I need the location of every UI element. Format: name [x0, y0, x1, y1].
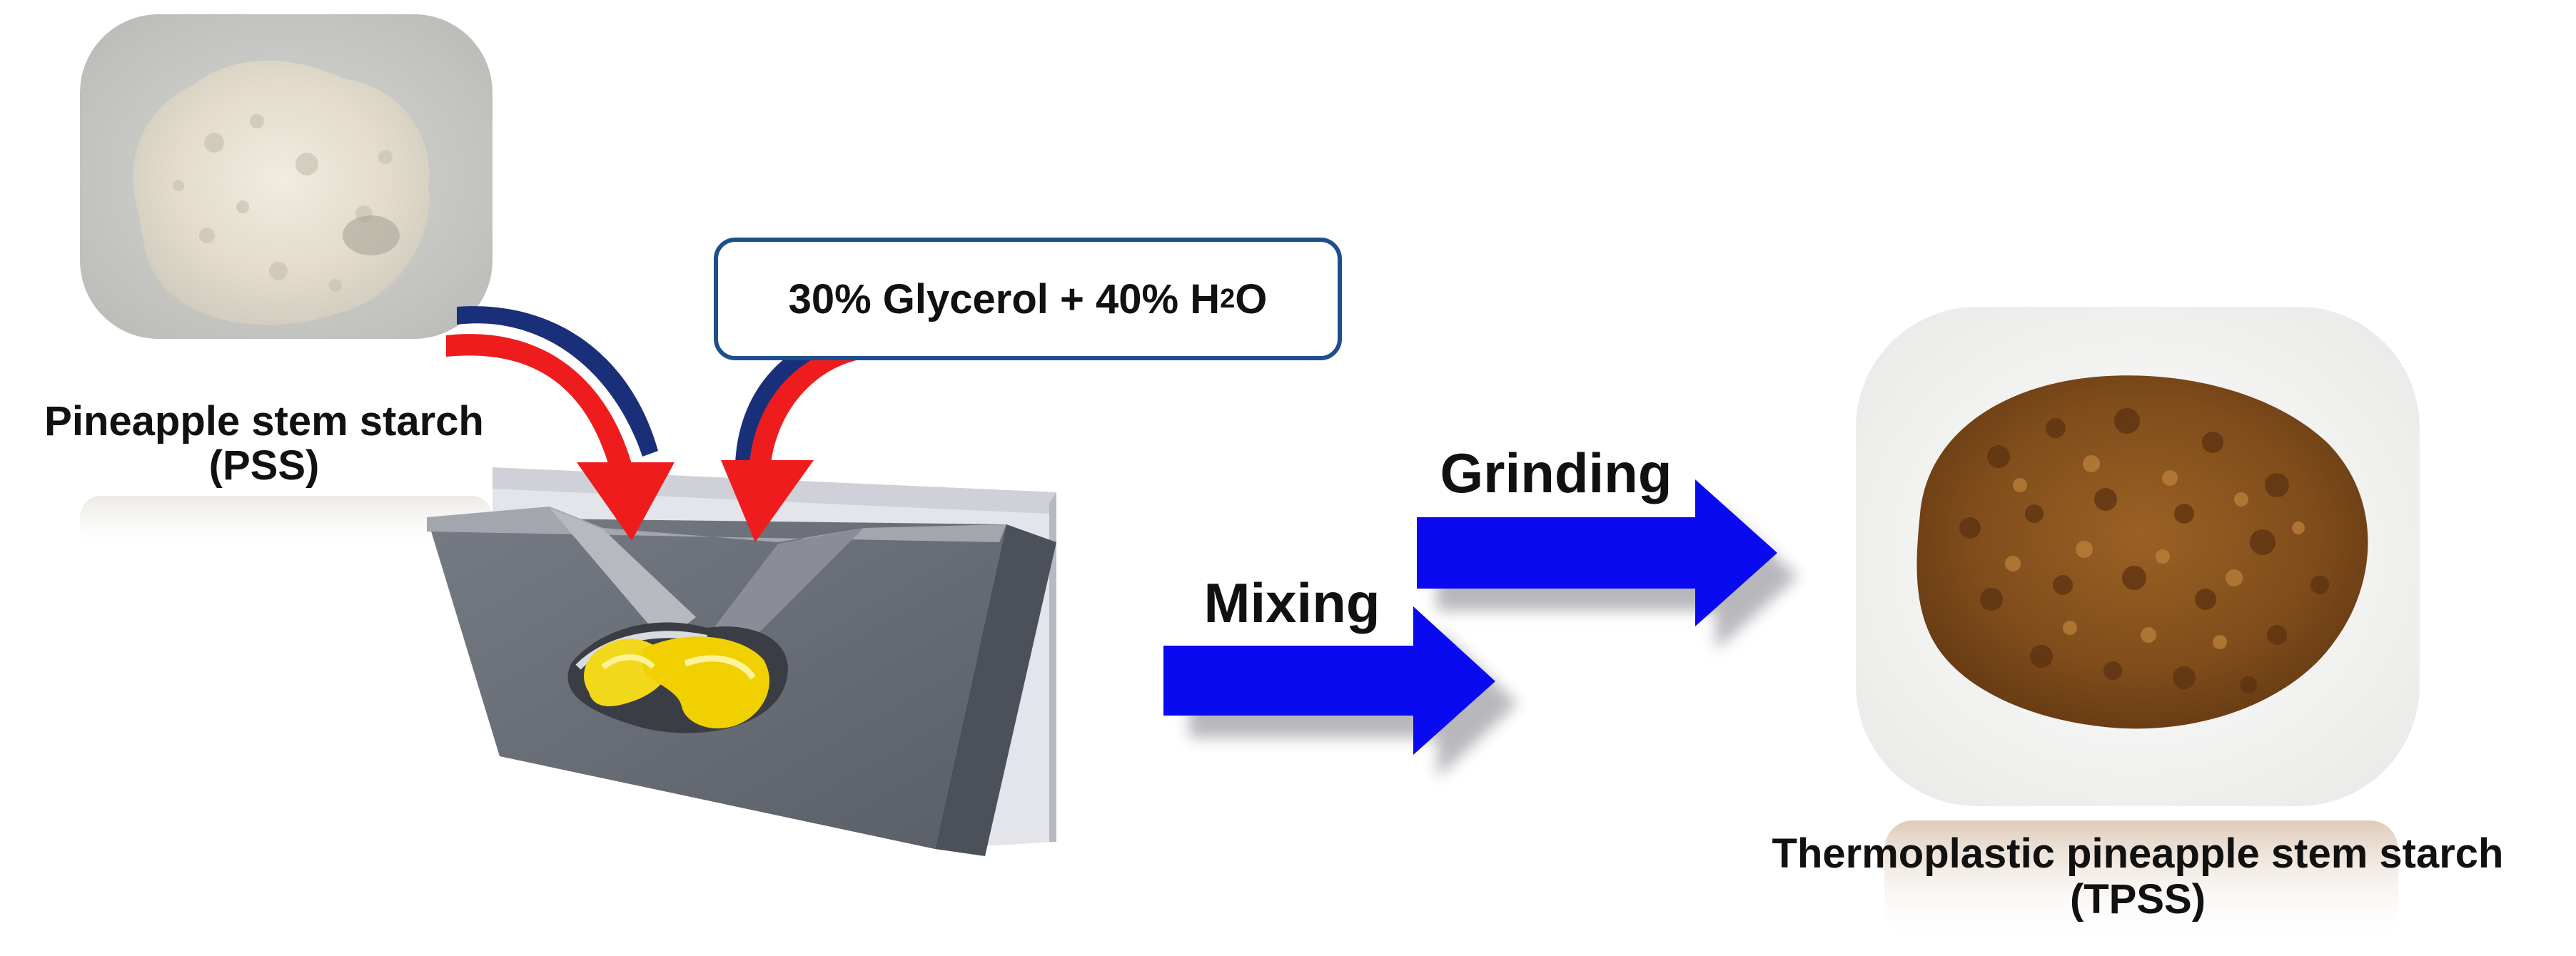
mixing-arrow	[1163, 606, 1517, 778]
grinding-arrow	[1417, 479, 1798, 650]
grinding-label: Grinding	[1440, 442, 1672, 504]
mixing-label: Mixing	[1203, 571, 1380, 634]
tpss-label-line2: (TPSS)	[2069, 876, 2206, 922]
mixer-icon	[427, 467, 1056, 856]
tpss-label-line1: Thermoplastic pineapple stem starch	[1772, 830, 2504, 877]
pss-reflection	[80, 496, 493, 553]
starch-feed-arrow	[446, 306, 675, 541]
tpss-granules-image	[1856, 307, 2420, 806]
tpss-label: Thermoplastic pineapple stem starch (TPS…	[1713, 831, 2562, 922]
pss-powder-image	[80, 14, 493, 339]
reagent-subscript: 2	[1220, 283, 1236, 314]
tpss-reflection	[1884, 820, 2398, 942]
pss-label-line2: (PSS)	[208, 442, 320, 489]
rotor-icon	[584, 636, 769, 728]
pss-label: Pineapple stem starch (PSS)	[14, 400, 514, 488]
reagent-suffix: O	[1235, 275, 1268, 322]
pss-label-line1: Pineapple stem starch	[44, 398, 484, 444]
reagent-prefix: 30% Glycerol + 40% H	[788, 275, 1221, 322]
